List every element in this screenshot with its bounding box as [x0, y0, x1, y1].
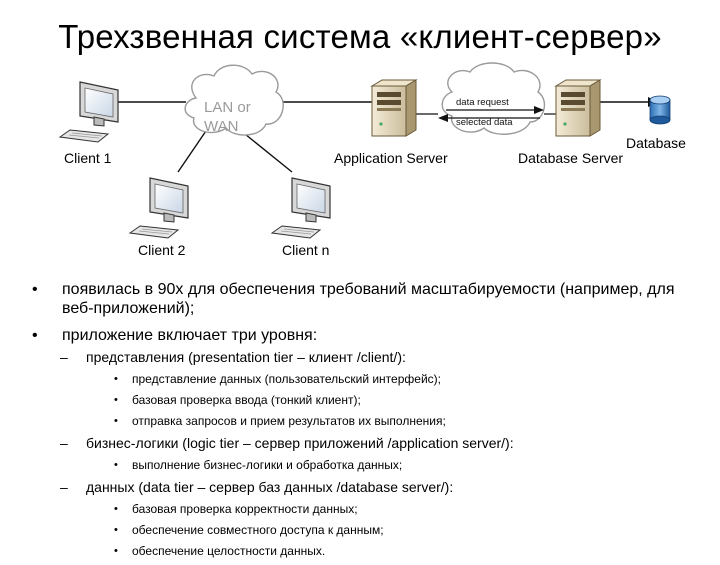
- sub-sub-bullet-item: • обеспечение целостности данных.: [114, 544, 702, 559]
- client-server-diagram: LAN or WAN data request selected data Cl…: [59, 62, 686, 258]
- bullet-marker: •: [114, 503, 118, 515]
- sub-sub-bullet-text: базовая проверка ввода (тонкий клиент);: [132, 393, 361, 407]
- sub-sub-bullet-text: обеспечение целостности данных.: [132, 544, 326, 558]
- bullet-text: появилась в 90х для обеспечения требован…: [62, 281, 675, 317]
- bullet-text: приложение включает три уровня:: [62, 327, 318, 344]
- cloud-label-line-2: WAN: [204, 118, 238, 135]
- sub-sub-bullet-text: представление данных (пользовательский и…: [132, 372, 441, 386]
- sub-sub-bullet-item: • базовая проверка корректности данных;: [114, 502, 702, 517]
- bullet-marker: •: [114, 415, 118, 427]
- application-server-icon: [371, 79, 417, 137]
- client-n-label: Client n: [282, 242, 329, 258]
- client-1-computer-icon: [59, 81, 119, 143]
- database-server-icon: [555, 79, 601, 137]
- dash-marker: –: [60, 349, 68, 365]
- lan-wan-cloud: LAN or WAN: [184, 64, 284, 136]
- sub-sub-bullet-item: • базовая проверка ввода (тонкий клиент)…: [114, 393, 702, 408]
- bullet-item: • появилась в 90х для обеспечения требов…: [32, 280, 702, 318]
- client-1-label: Client 1: [64, 150, 112, 166]
- sub-bullet-item: – данных (data tier – сервер баз данных …: [60, 479, 702, 496]
- client-n-computer-icon: [271, 177, 331, 239]
- sub-sub-bullet-item: • выполнение бизнес-логики и обработка д…: [114, 458, 702, 473]
- sub-sub-bullet-text: обеспечение совместного доступа к данным…: [132, 523, 384, 537]
- sub-bullet-text: представления (presentation tier – клиен…: [86, 349, 406, 365]
- connection-lines: [118, 101, 648, 173]
- sub-sub-bullet-text: выполнение бизнес-логики и обработка дан…: [132, 458, 403, 472]
- sub-bullet-item: – бизнес-логики (logic tier – сервер при…: [60, 435, 702, 452]
- dash-marker: –: [60, 479, 68, 495]
- database-icon: [649, 95, 671, 125]
- bullet-marker: •: [32, 281, 38, 298]
- database-label: Database: [626, 135, 686, 151]
- sub-bullet-text: бизнес-логики (logic tier – сервер прило…: [86, 435, 514, 451]
- client-2-computer-icon: [129, 177, 189, 239]
- sub-sub-bullet-text: отправка запросов и прием результатов их…: [132, 414, 446, 428]
- selected-data-label: selected data: [456, 117, 513, 128]
- sub-bullet-item: – представления (presentation tier – кли…: [60, 349, 702, 366]
- bullet-marker: •: [114, 373, 118, 385]
- bullet-marker: •: [114, 394, 118, 406]
- data-request-label: data request: [456, 97, 509, 108]
- sub-sub-bullet-item: • представление данных (пользовательский…: [114, 372, 702, 387]
- dash-marker: –: [60, 435, 68, 451]
- bullet-marker: •: [114, 524, 118, 536]
- bullet-item: • приложение включает три уровня:: [32, 326, 702, 345]
- application-server-label: Application Server: [334, 150, 448, 166]
- cloud-label-line-1: LAN or: [204, 99, 251, 116]
- bullet-marker: •: [114, 459, 118, 471]
- sub-sub-bullet-text: базовая проверка корректности данных;: [132, 502, 358, 516]
- bullet-marker: •: [32, 327, 38, 344]
- sub-bullet-text: данных (data tier – сервер баз данных /d…: [86, 479, 454, 495]
- slide-title: Трехзвенная система «клиент-сервер»: [58, 18, 662, 55]
- bullet-list: • появилась в 90х для обеспечения требов…: [32, 280, 702, 565]
- client-2-label: Client 2: [138, 242, 186, 258]
- sub-sub-bullet-item: • обеспечение совместного доступа к данн…: [114, 523, 702, 538]
- sub-sub-bullet-item: • отправка запросов и прием результатов …: [114, 414, 702, 429]
- bullet-marker: •: [114, 545, 118, 557]
- database-server-label: Database Server: [518, 150, 623, 166]
- data-exchange-cloud: data request selected data: [441, 62, 546, 135]
